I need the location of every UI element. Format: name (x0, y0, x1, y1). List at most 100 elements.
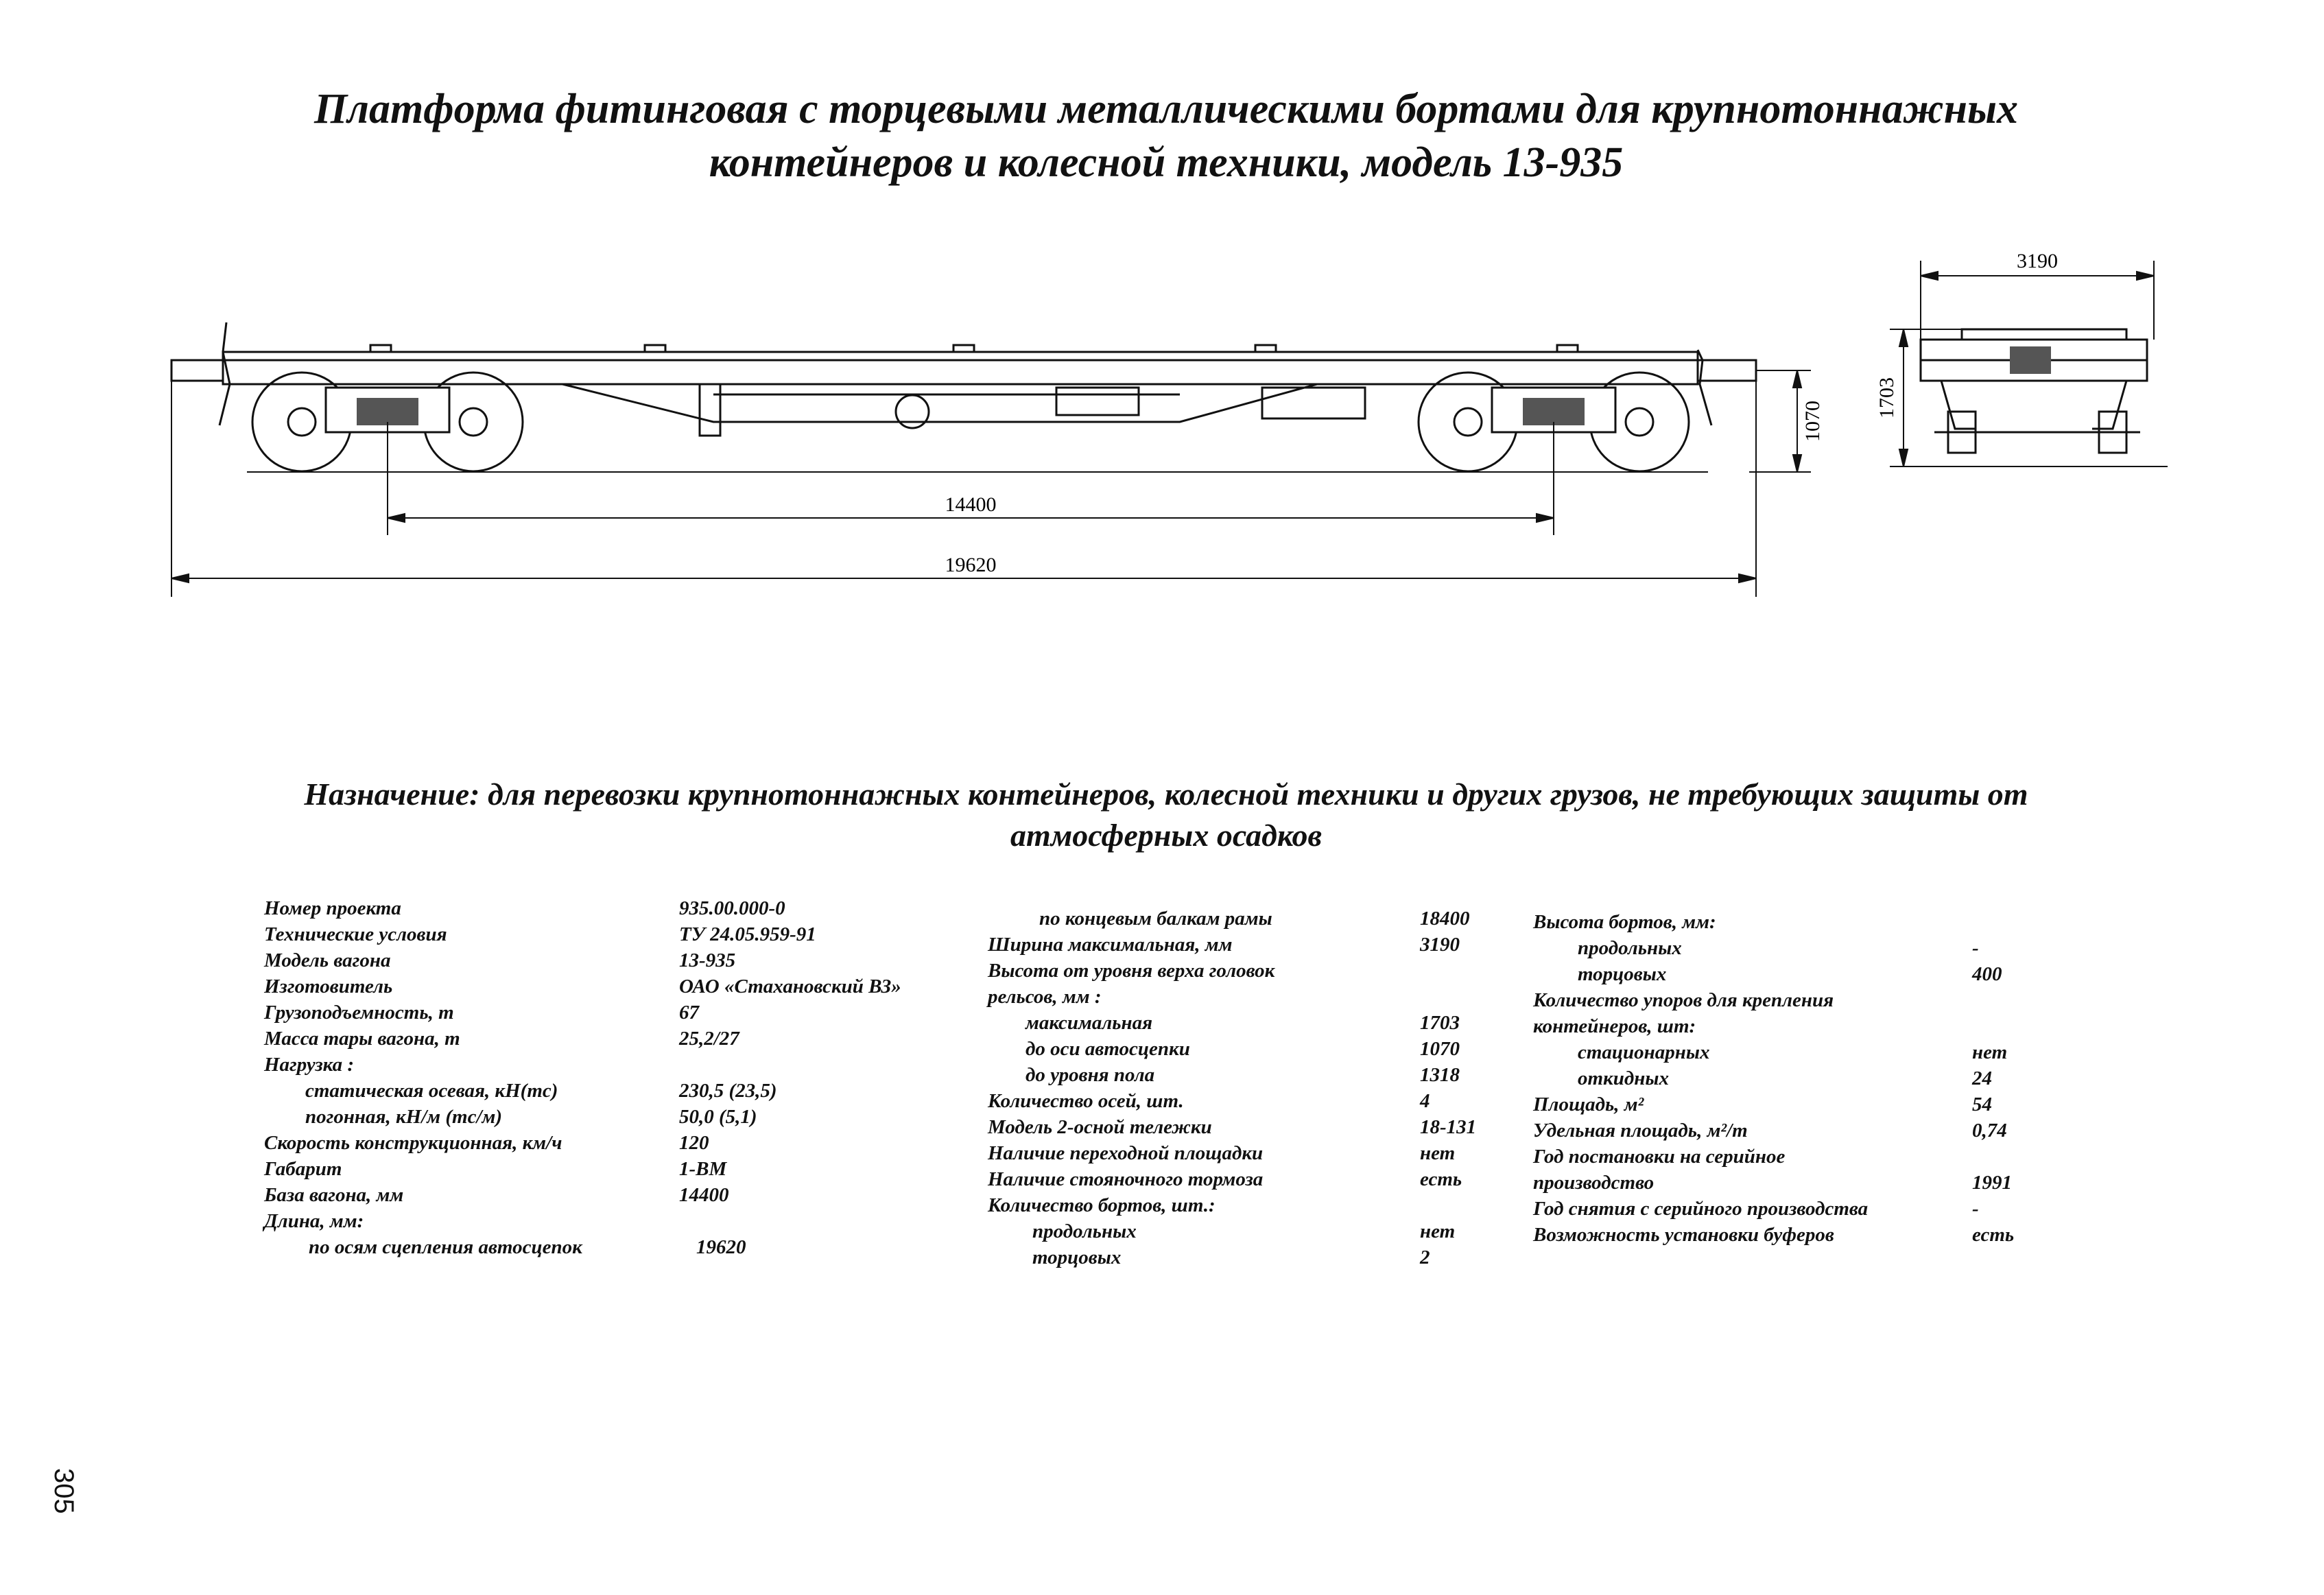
spec-value: 3190 (1420, 934, 1460, 956)
dim-length-label: 19620 (945, 554, 997, 576)
spec-row: Год снятия с серийного производства- (1533, 1196, 2082, 1222)
spec-label: Высота бортов, мм: (1533, 911, 1716, 933)
spec-value: 24 (1972, 1067, 1992, 1089)
spec-value: 54 (1972, 1094, 1992, 1115)
spec-row: Наличие переходной площадки нет (988, 1140, 1537, 1166)
purpose-line-2: атмосферных осадков (1010, 818, 1323, 853)
spec-row: до уровня пола 1318 (988, 1062, 1537, 1088)
coupler-left (170, 359, 224, 382)
spec-row: продольных нет (988, 1218, 1537, 1244)
spec-value: нет (1420, 1220, 1456, 1242)
purpose-text: Назначение: для перевозки крупнотоннажны… (199, 774, 2133, 856)
spec-label: по концевым балкам рамы (1039, 908, 1272, 930)
spec-label: Возможность установки буферов (1533, 1224, 1834, 1246)
spec-row: Количество бортов, шт.: (988, 1192, 1537, 1218)
end-view-drawing: 3190 1703 (1875, 250, 2168, 467)
spec-row: по осям сцепления автосцепок 19620 (264, 1234, 950, 1260)
coupler-right (1696, 359, 1757, 382)
spec-row: рельсов, мм : (988, 984, 1537, 1010)
spec-row: Количество осей, шт. 4 (988, 1088, 1537, 1114)
frame-top-beam (222, 351, 1699, 362)
spec-value: 25,2/27 (679, 1028, 739, 1050)
spec-value: 1318 (1420, 1064, 1460, 1086)
spec-label: торцовых (1578, 963, 1667, 985)
spec-label: Длина, мм: (264, 1210, 364, 1232)
spec-label: Габарит (264, 1158, 342, 1180)
spec-label: Модель 2-осной тележки (988, 1116, 1212, 1138)
spec-label: Год постановки на серийное (1533, 1146, 1786, 1168)
spec-row: до оси автосцепки 1070 (988, 1036, 1537, 1062)
spec-value: 0,74 (1972, 1120, 2007, 1142)
spec-label: Наличие стояночного тормоза (988, 1168, 1264, 1190)
spec-row: продольных- (1533, 935, 2082, 961)
spec-row: Количество упоров для крепления (1533, 987, 2082, 1013)
spec-label: Высота от уровня верха головок (988, 960, 1275, 982)
spec-value: 18-131 (1420, 1116, 1477, 1138)
spec-label: по осям сцепления автосцепок (309, 1236, 582, 1258)
spec-label: Ширина максимальная, мм (988, 934, 1233, 956)
spec-label: стационарных (1578, 1041, 1710, 1063)
spec-row: Длина, мм: (264, 1208, 950, 1234)
spec-value: ТУ 24.05.959-91 (679, 923, 816, 945)
bogie-left (251, 371, 524, 473)
spec-label: до оси автосцепки (1025, 1038, 1190, 1060)
spec-value: 1070 (1420, 1038, 1460, 1060)
side-view-drawing: 14400 19620 1070 (170, 322, 1824, 597)
spec-label: Масса тары вагона, т (264, 1028, 460, 1050)
center-sill (562, 383, 1318, 423)
spec-value: 13-935 (679, 949, 736, 971)
dim-coupler-height-label: 1070 (1801, 401, 1824, 442)
end-post-left (218, 322, 231, 426)
dim-base-label: 14400 (945, 493, 997, 516)
spec-label: Количество осей, шт. (988, 1090, 1184, 1112)
spec-value: 2 (1420, 1247, 1430, 1268)
spec-label: продольных (1578, 937, 1682, 959)
spec-label: производство (1533, 1172, 1655, 1194)
spec-label: Номер проекта (264, 897, 401, 919)
dim-end-height-label: 1703 (1875, 377, 1898, 418)
spec-row: производство 1991 (1533, 1170, 2082, 1196)
spec-label: рельсов, мм : (988, 986, 1102, 1008)
spec-row: статическая осевая, кН(тс)230,5 (23,5) (264, 1078, 950, 1104)
spec-label: торцовых (1032, 1247, 1122, 1268)
spec-row: Высота бортов, мм: (1533, 909, 2082, 935)
spec-row: Год постановки на серийное (1533, 1144, 2082, 1170)
spec-label: максимальная (1025, 1012, 1153, 1034)
spec-value: - (1972, 1198, 1979, 1220)
spec-value: 230,5 (23,5) (679, 1080, 777, 1102)
spec-label: Количество упоров для крепления (1533, 989, 1834, 1011)
dim-end-width-label: 3190 (2017, 250, 2058, 272)
page-title: Платформа фитинговая с торцевыми металли… (178, 82, 2154, 189)
spec-label: контейнеров, шт: (1533, 1015, 1696, 1037)
spec-value: 19620 (696, 1236, 746, 1258)
spec-row: Масса тары вагона, т 25,2/27 (264, 1026, 950, 1052)
spec-label: Наличие переходной площадки (988, 1142, 1264, 1164)
spec-value: 120 (679, 1132, 709, 1154)
spec-row: Модель 2-осной тележки 18-131 (988, 1114, 1537, 1140)
spec-label: продольных (1032, 1220, 1137, 1242)
page-number: 305 (49, 1468, 79, 1514)
spec-value: 4 (1420, 1090, 1430, 1112)
spec-value: нет (1420, 1142, 1456, 1164)
spec-value: 67 (679, 1002, 699, 1024)
spec-value: 1991 (1972, 1172, 2012, 1194)
title-line-1: Платформа фитинговая с торцевыми металли… (313, 86, 2019, 132)
spec-row: Модель вагона 13-935 (264, 947, 950, 973)
spec-row: погонная, кН/м (тс/м)50,0 (5,1) (264, 1104, 950, 1130)
spec-label: Модель вагона (264, 949, 391, 971)
spec-label: до уровня пола (1025, 1064, 1155, 1086)
frame-side-sill (222, 359, 1699, 386)
